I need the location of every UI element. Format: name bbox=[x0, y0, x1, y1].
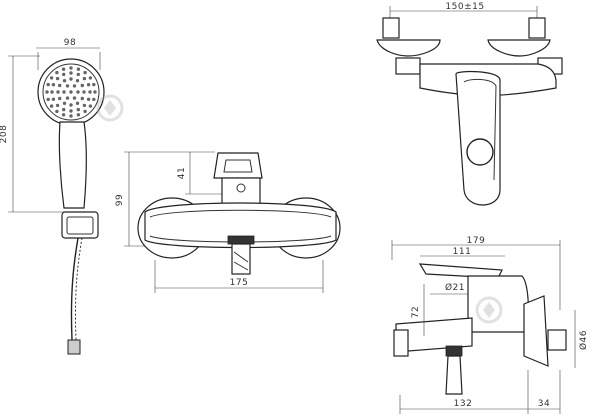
nozzle-hole bbox=[83, 109, 87, 114]
nozzle-hole bbox=[86, 97, 91, 102]
nozzle-hole bbox=[88, 90, 92, 94]
top-left-nut bbox=[395, 57, 421, 75]
nozzle-hole bbox=[92, 97, 96, 102]
nozzle-hole bbox=[45, 90, 49, 94]
dim-side-total: 179 bbox=[467, 236, 486, 246]
nozzle-hole bbox=[69, 103, 73, 107]
nozzle-hole bbox=[76, 72, 81, 77]
top-right-eccentric bbox=[528, 17, 546, 39]
front-crossbar bbox=[144, 202, 337, 249]
nozzle-hole bbox=[82, 90, 86, 94]
nozzle-hole bbox=[72, 84, 77, 88]
dim-inlet-diameter: Ø46 bbox=[578, 330, 589, 350]
nozzle-hole bbox=[76, 113, 81, 117]
nozzle-hole bbox=[86, 83, 91, 87]
side-escutcheon bbox=[523, 295, 549, 367]
nozzle-hole bbox=[55, 109, 59, 114]
dim-front-width: 175 bbox=[230, 278, 249, 288]
nozzle-hole bbox=[49, 104, 54, 108]
top-view: 150±15 bbox=[376, 2, 563, 206]
shower-hose bbox=[70, 237, 79, 341]
nozzle-hole bbox=[62, 72, 66, 77]
dim-hand-shower-height: 208 bbox=[0, 125, 9, 144]
nozzle-hole bbox=[75, 79, 80, 83]
nozzle-hole bbox=[76, 67, 81, 71]
dim-centers: 150±15 bbox=[445, 2, 484, 12]
nozzle-hole bbox=[61, 67, 66, 71]
nozzle-hole bbox=[61, 113, 66, 117]
nozzle-hole bbox=[69, 71, 73, 75]
nozzle-hole bbox=[55, 103, 60, 108]
side-outlet bbox=[445, 345, 463, 357]
nozzle-hole bbox=[76, 90, 80, 94]
dim-hand-shower-width: 98 bbox=[64, 38, 76, 48]
dim-front-offset: 41 bbox=[177, 167, 187, 179]
nozzle-hole bbox=[51, 97, 56, 102]
nozzle-hole bbox=[82, 76, 87, 81]
side-diverter bbox=[445, 355, 463, 395]
nozzle-hole bbox=[51, 83, 56, 87]
top-right-flange bbox=[487, 39, 551, 57]
nozzle-hole bbox=[75, 101, 80, 106]
nozzle-hole bbox=[92, 82, 96, 87]
nozzle-hole bbox=[62, 79, 67, 83]
side-spout-tip bbox=[393, 329, 409, 357]
dim-side-spout: 111 bbox=[453, 247, 472, 257]
hose-nut bbox=[67, 339, 81, 355]
nozzle-hole bbox=[46, 82, 50, 87]
nozzle-hole bbox=[69, 77, 73, 81]
nozzle-hole bbox=[65, 96, 70, 100]
nozzle-hole bbox=[80, 96, 85, 101]
front-outlet bbox=[227, 235, 255, 245]
nozzle-hole bbox=[50, 90, 54, 94]
top-outlet-ring bbox=[466, 138, 494, 166]
dim-side-length: 132 bbox=[454, 399, 473, 409]
shower-nozzles bbox=[45, 66, 97, 118]
dim-side-height: 72 bbox=[411, 306, 421, 318]
nozzle-hole bbox=[58, 96, 62, 101]
nozzle-hole bbox=[69, 66, 73, 70]
top-spout bbox=[455, 70, 501, 206]
hand-shower-view: 98 208 bbox=[0, 38, 105, 355]
watermark-logo bbox=[96, 94, 503, 324]
nozzle-hole bbox=[83, 70, 87, 75]
front-view: 99 41 175 bbox=[115, 151, 341, 293]
nozzle-hole bbox=[69, 109, 73, 113]
nozzle-hole bbox=[62, 107, 66, 112]
nozzle-hole bbox=[55, 76, 60, 81]
side-eccentric bbox=[547, 329, 567, 351]
nozzle-hole bbox=[56, 90, 60, 94]
nozzle-hole bbox=[46, 97, 50, 102]
nozzle-hole bbox=[80, 83, 85, 88]
nozzle-hole bbox=[76, 107, 81, 112]
nozzle-hole bbox=[49, 76, 54, 80]
front-diverter bbox=[231, 243, 251, 275]
shower-head-inner bbox=[42, 63, 100, 121]
top-left-eccentric bbox=[382, 17, 400, 39]
dim-front-height: 99 bbox=[115, 194, 125, 206]
nozzle-hole bbox=[55, 70, 59, 75]
top-left-flange bbox=[376, 39, 441, 57]
nozzle-hole bbox=[72, 96, 77, 100]
side-view: 179 111 Ø21 72 Ø46 132 34 bbox=[391, 236, 589, 414]
nozzle-hole bbox=[93, 90, 97, 94]
nozzle-hole bbox=[65, 84, 70, 88]
dim-side-eccentric: 34 bbox=[538, 399, 550, 409]
nozzle-hole bbox=[62, 101, 67, 106]
nozzle-hole bbox=[88, 104, 93, 108]
dim-outlet-diameter: Ø21 bbox=[445, 282, 465, 293]
nozzle-hole bbox=[69, 114, 73, 118]
shower-holder bbox=[61, 211, 99, 239]
nozzle-hole bbox=[82, 103, 87, 108]
nozzle-hole bbox=[88, 76, 93, 80]
shower-handle bbox=[58, 121, 87, 209]
front-lever bbox=[213, 152, 263, 179]
nozzle-hole bbox=[58, 83, 62, 88]
nozzle-hole bbox=[62, 90, 66, 94]
nozzle-hole bbox=[69, 90, 73, 94]
